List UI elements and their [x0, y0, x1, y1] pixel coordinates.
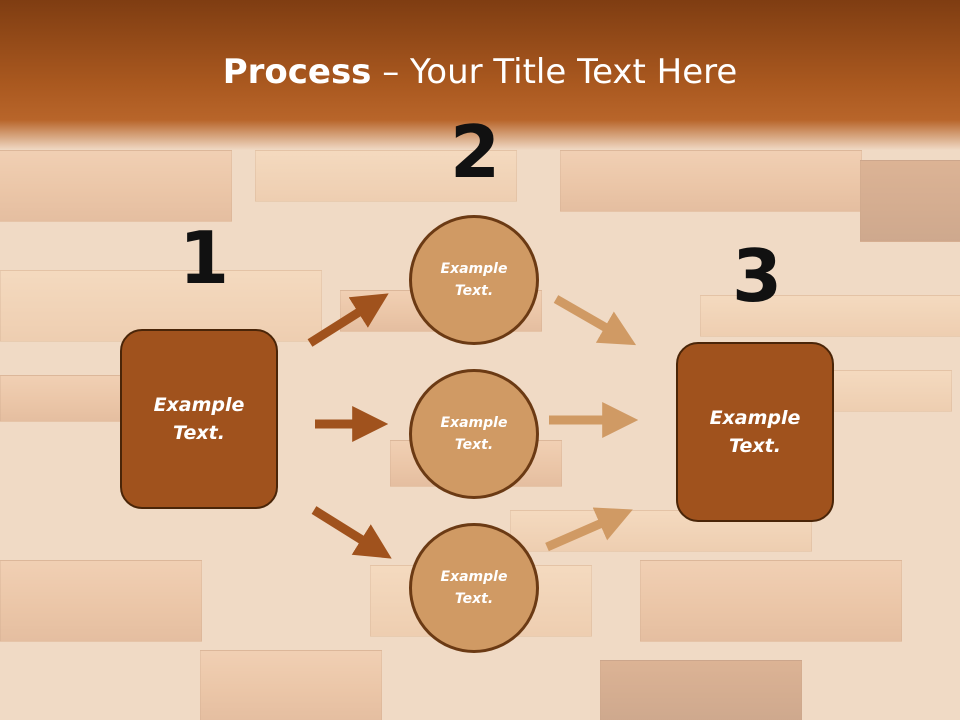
circle-middle-label: Example Text.: [440, 414, 508, 453]
step-number-2: 2: [450, 110, 501, 194]
step-3-box: Example Text.: [676, 342, 834, 522]
arrow-bottom-to-3: [545, 507, 633, 552]
title-bold: Process: [222, 52, 372, 92]
title-rest: – Your Title Text Here: [371, 52, 738, 92]
arrow-top-to-3: [553, 295, 637, 346]
step-3-label: Example Text.: [709, 406, 801, 458]
step-1-box: Example Text.: [120, 329, 278, 509]
slide-title: Process – Your Title Text Here: [0, 52, 960, 92]
arrow-1-to-bottom: [311, 506, 392, 559]
circle-bottom-label: Example Text.: [440, 568, 508, 607]
step-number-3: 3: [732, 234, 783, 318]
circle-bottom: Example Text.: [409, 523, 539, 653]
title-band: [0, 0, 960, 150]
circle-middle: Example Text.: [409, 369, 539, 499]
circle-top-label: Example Text.: [440, 260, 508, 299]
circle-top: Example Text.: [409, 215, 539, 345]
step-1-label: Example Text.: [153, 393, 245, 445]
step-number-1: 1: [179, 216, 230, 300]
arrow-1-to-top: [307, 293, 389, 347]
